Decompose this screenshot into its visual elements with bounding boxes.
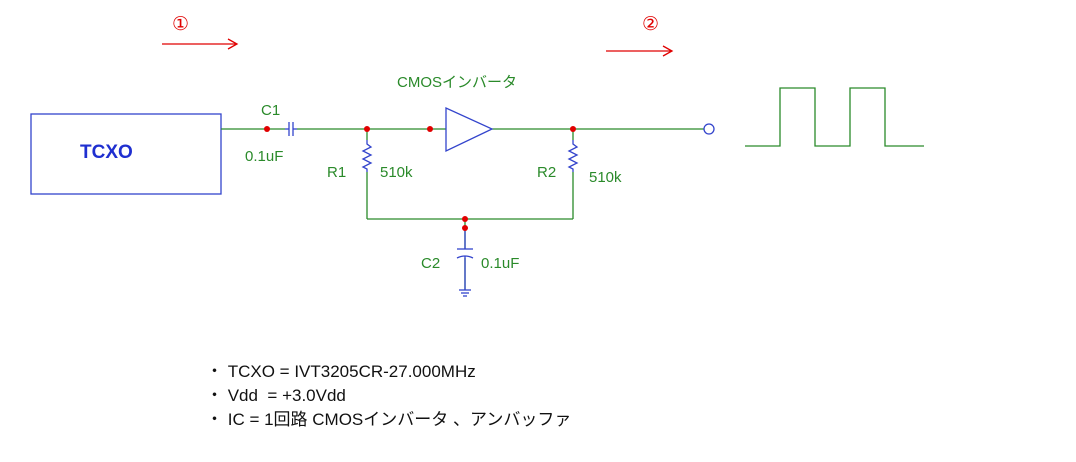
resistor-r1 xyxy=(361,140,373,172)
capacitor-c1 xyxy=(285,122,297,136)
note-vdd: ・ Vdd = +3.0Vdd xyxy=(206,386,346,405)
inverter-label: CMOSインバータ xyxy=(397,74,517,91)
resistor-r2 xyxy=(567,140,579,172)
ground-icon xyxy=(459,289,471,297)
tcxo-block xyxy=(30,113,222,195)
inverter-symbol xyxy=(445,106,494,153)
c2-value: 0.1uF xyxy=(481,255,519,272)
square-wave-icon xyxy=(745,87,924,147)
r1-value: 510k xyxy=(380,164,413,181)
r1-label: R1 xyxy=(327,164,346,181)
capacitor-c2 xyxy=(456,230,474,290)
output-terminal-icon xyxy=(703,123,715,135)
note-ic: ・ IC = 1回路 CMOSインバータ 、アンバッファ xyxy=(206,410,572,429)
signal-arrow-1 xyxy=(162,38,239,50)
tcxo-label: TCXO xyxy=(80,142,133,163)
marker-1: ① xyxy=(172,14,189,35)
marker-2: ② xyxy=(642,14,659,35)
note-tcxo: ・ TCXO = IVT3205CR-27.000MHz xyxy=(206,362,476,381)
r2-label: R2 xyxy=(537,164,556,181)
spec-notes: ・ TCXO = IVT3205CR-27.000MHz ・ Vdd = +3.… xyxy=(206,360,571,432)
c1-label: C1 xyxy=(261,102,280,119)
junction-nodes xyxy=(264,126,576,231)
c1-value: 0.1uF xyxy=(245,148,283,165)
signal-arrow-2 xyxy=(606,45,674,57)
signal-wires xyxy=(221,128,704,290)
c2-label: C2 xyxy=(421,255,440,272)
r2-value: 510k xyxy=(589,169,622,186)
